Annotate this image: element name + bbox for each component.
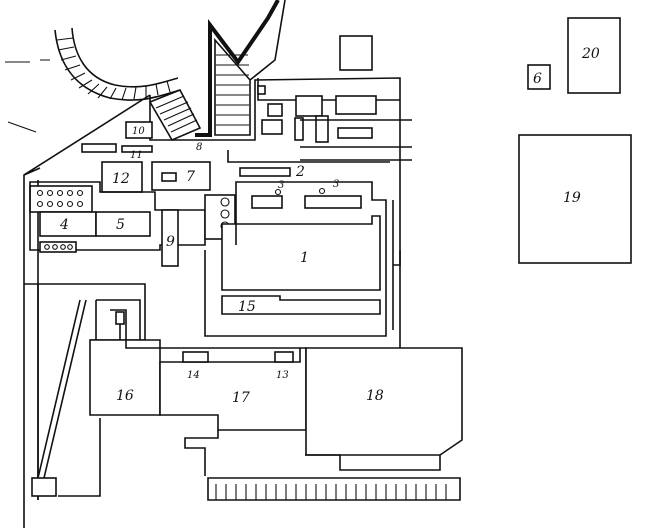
lower-outline bbox=[184, 430, 441, 476]
gate-box bbox=[31, 477, 57, 497]
annex-16-small bbox=[115, 311, 125, 325]
label-3-right: 3 bbox=[333, 179, 339, 190]
pump-row bbox=[39, 241, 77, 253]
label-17: 17 bbox=[232, 390, 250, 406]
label-19: 19 bbox=[563, 190, 581, 206]
building-15 bbox=[221, 295, 381, 315]
label-12: 12 bbox=[112, 171, 130, 187]
label-2: 2 bbox=[295, 164, 305, 180]
label-6: 6 bbox=[533, 71, 542, 87]
building-12 bbox=[101, 161, 143, 193]
bottom-embankment bbox=[207, 477, 461, 501]
building-5 bbox=[95, 211, 151, 237]
units-3 bbox=[251, 187, 362, 209]
building-20 bbox=[567, 17, 621, 94]
tank-grid bbox=[29, 185, 93, 213]
label-7: 7 bbox=[186, 169, 195, 185]
building-1 bbox=[221, 215, 381, 291]
label-4: 4 bbox=[59, 217, 69, 233]
hatched-ramp bbox=[148, 88, 202, 142]
label-3-left: 3 bbox=[278, 180, 284, 191]
tower-circle bbox=[220, 197, 230, 207]
road-bottom bbox=[58, 418, 101, 497]
road-edge bbox=[249, 0, 286, 81]
building-13 bbox=[274, 351, 294, 363]
building-10 bbox=[125, 121, 153, 139]
building-4 bbox=[39, 211, 97, 237]
building-14 bbox=[182, 351, 209, 363]
dash-mark bbox=[5, 59, 50, 133]
building-2 bbox=[239, 167, 291, 177]
label-20: 20 bbox=[581, 46, 600, 62]
yard-1-outline bbox=[204, 181, 387, 337]
link-path bbox=[125, 340, 300, 349]
building-9 bbox=[161, 209, 179, 267]
building-11-b bbox=[121, 145, 153, 153]
square-top bbox=[339, 35, 373, 71]
label-10: 10 bbox=[132, 126, 145, 137]
building-18 bbox=[305, 347, 463, 456]
embankment-curve bbox=[54, 27, 181, 101]
building-11-a bbox=[81, 143, 117, 153]
hatched-strip bbox=[214, 37, 251, 136]
building-7-inner bbox=[161, 172, 177, 182]
label-16: 16 bbox=[116, 388, 134, 404]
site-boundary bbox=[23, 77, 401, 528]
label-18: 18 bbox=[366, 388, 384, 404]
building-7 bbox=[151, 161, 211, 191]
label-15: 15 bbox=[238, 299, 256, 315]
label-5: 5 bbox=[116, 217, 125, 233]
building-19 bbox=[518, 134, 632, 264]
label-8: 8 bbox=[196, 142, 202, 153]
main-road bbox=[195, 0, 280, 137]
label-11: 11 bbox=[130, 150, 143, 161]
service-outline bbox=[29, 181, 206, 251]
right-strip bbox=[392, 200, 401, 330]
building-cluster bbox=[227, 78, 412, 163]
tower-circle bbox=[220, 209, 230, 219]
label-9: 9 bbox=[166, 234, 175, 250]
label-14: 14 bbox=[187, 370, 200, 381]
label-1: 1 bbox=[300, 250, 309, 266]
road-lower bbox=[24, 283, 146, 500]
label-13: 13 bbox=[276, 370, 289, 381]
building-6 bbox=[527, 64, 551, 90]
